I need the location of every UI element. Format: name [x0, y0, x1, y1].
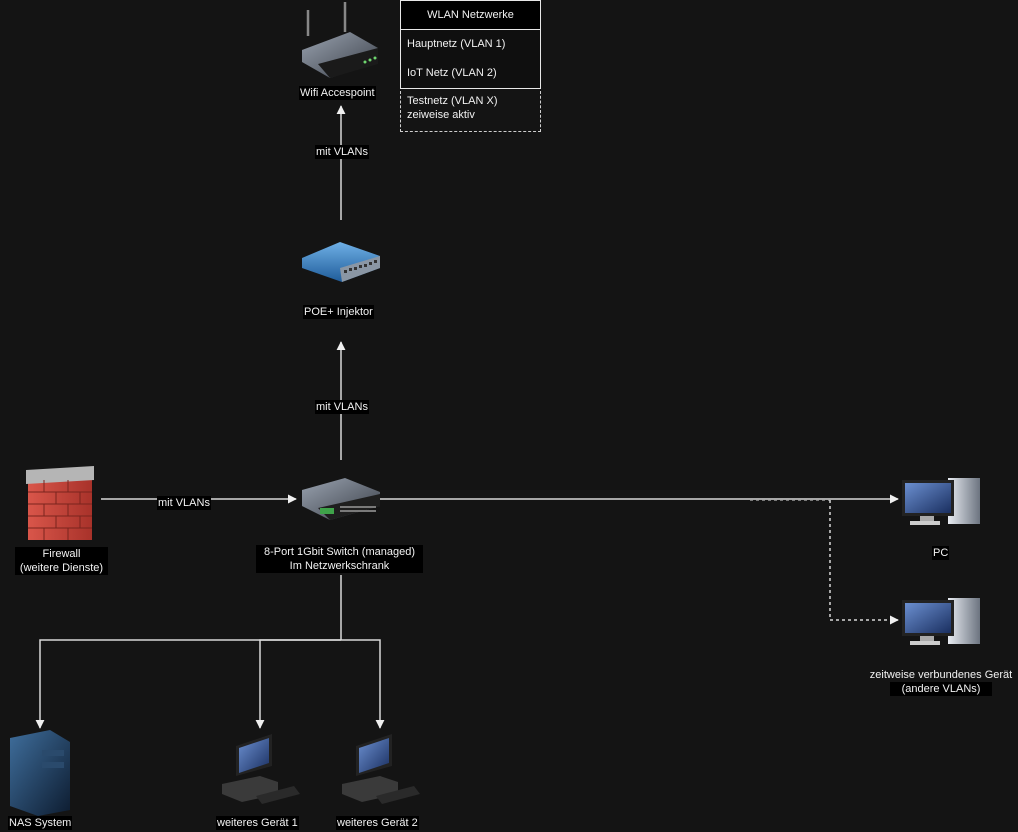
- edge-label-switch-poe: mit VLANs: [315, 400, 369, 414]
- wifi-ap-label: Wifi Accespoint: [299, 86, 376, 100]
- network-switch-icon[interactable]: [302, 478, 380, 520]
- switch-label-line2: Im Netzwerkschrank: [289, 560, 390, 572]
- firewall-brick-icon[interactable]: [26, 466, 94, 540]
- server-tower-icon[interactable]: [10, 730, 70, 816]
- poe-label: POE+ Injektor: [303, 305, 374, 319]
- firewall-label-line1: Firewall: [42, 548, 81, 560]
- switch-label-line1: 8-Port 1Gbit Switch (managed): [263, 546, 415, 558]
- nas-label: NAS System: [8, 816, 73, 830]
- edge-label-firewall-switch: mit VLANs: [157, 496, 211, 510]
- wlan-optional-network: Testnetz (VLAN X) zeiweise aktiv: [400, 91, 541, 132]
- temp-device-label-line2: (andere VLANs): [889, 682, 993, 696]
- wlan-networks-title: WLAN Netzwerke: [401, 1, 540, 30]
- edges: [35, 105, 899, 729]
- desktop-pc-icon[interactable]: [902, 478, 980, 525]
- workstation-icon[interactable]: [222, 734, 300, 804]
- workstation-icon[interactable]: [342, 734, 420, 804]
- poe-injector-icon[interactable]: [302, 242, 380, 282]
- wlan-network-item: IoT Netz (VLAN 2): [407, 67, 497, 79]
- wlan-optional-line2: zeiweise aktiv: [407, 109, 475, 121]
- wlan-network-item: Hauptnetz (VLAN 1): [407, 38, 506, 50]
- switch-label: 8-Port 1Gbit Switch (managed) Im Netzwer…: [256, 545, 423, 573]
- edge-switch-to-temp-device: [829, 500, 899, 625]
- wireless-router-icon[interactable]: [302, 2, 378, 78]
- edge-label-poe-wifi: mit VLANs: [315, 145, 369, 159]
- edge-to-device2: [341, 639, 385, 729]
- wlan-networks-box: WLAN Netzwerke Hauptnetz (VLAN 1) IoT Ne…: [400, 0, 541, 89]
- firewall-label-line2: (weitere Dienste): [19, 562, 104, 574]
- firewall-label: Firewall (weitere Dienste): [15, 547, 108, 575]
- edge-to-device1: [255, 639, 341, 729]
- pc-label: PC: [932, 546, 950, 560]
- temp-device-label-line1: zeitweise verbundenes Gerät: [869, 669, 1013, 681]
- device2-label: weiteres Gerät 2: [336, 816, 419, 830]
- edge-to-nas: [35, 639, 341, 729]
- temp-device-label: zeitweise verbundenes Gerät (andere VLAN…: [862, 668, 1018, 696]
- desktop-pc-icon-temp[interactable]: [902, 598, 980, 645]
- wlan-optional-line1: Testnetz (VLAN X): [407, 95, 498, 107]
- device1-label: weiteres Gerät 1: [216, 816, 299, 830]
